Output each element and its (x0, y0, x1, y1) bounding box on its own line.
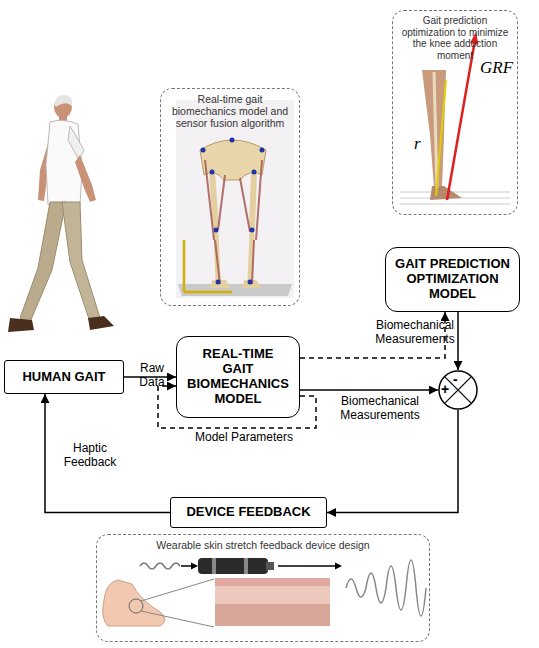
edge-label: Model Parameters (184, 431, 304, 445)
junction-circle (439, 371, 477, 409)
skeleton-model-part-part (252, 170, 257, 175)
box-label: DEVICE FEEDBACK (186, 505, 310, 520)
skeleton-model-part (184, 291, 232, 294)
leg-illustration-part-part (400, 192, 510, 193)
caption-text: Real-time gait biomechanics model and se… (166, 93, 294, 129)
edge-label: Biomechanical Measurements (372, 319, 458, 347)
vector-label: r (414, 134, 421, 154)
walking-person (8, 95, 114, 332)
walking-person-part (20, 202, 66, 322)
walking-person-part (62, 202, 100, 322)
leg-illustration-part (447, 40, 475, 200)
skin-stretch-device-part (215, 586, 330, 604)
vector-label: GRF (480, 58, 513, 78)
caption-panel: Wearable skin stretch feedback device de… (96, 534, 430, 642)
connector (327, 410, 458, 513)
skeleton-model-part-part (218, 175, 225, 230)
skin-stretch-device-part (191, 563, 198, 570)
skin-stretch-device-part (129, 599, 143, 613)
edge-label: Raw Data (126, 362, 178, 390)
walking-person-part (68, 126, 84, 160)
leg-illustration-part-part (400, 204, 510, 205)
skeleton-model-part (183, 240, 186, 292)
process-box: DEVICE FEEDBACK (170, 497, 327, 528)
skeleton-model-part-part (260, 148, 265, 153)
skin-stretch-device-part (278, 565, 336, 567)
skeleton-model-part-part (210, 170, 215, 175)
skin-stretch-device-part (215, 604, 330, 626)
skeleton-model-part (201, 138, 265, 285)
skin-stretch-device-part (266, 562, 274, 570)
edge-label: Biomechanical Measurements (324, 395, 436, 423)
skeleton-model-part (252, 172, 254, 228)
skeleton-model-part-part (256, 160, 262, 240)
walking-person-part (88, 316, 114, 330)
skeleton-model-part (176, 100, 294, 298)
skin-stretch-device (103, 558, 426, 627)
skin-stretch-device-part (346, 560, 426, 616)
skin-stretch-device-part (335, 563, 342, 570)
skin-stretch-device-part (103, 580, 165, 626)
skin-stretch-device-part (141, 611, 214, 627)
sign-symbol: + (441, 381, 449, 397)
skeleton-model-part-part (240, 178, 250, 232)
sign-symbol: - (453, 371, 458, 387)
dashed-connector (300, 312, 445, 358)
walking-person-part (54, 95, 72, 107)
skeleton-model-part-part (216, 280, 221, 285)
leg-illustration-part (430, 186, 462, 200)
skeleton-model-part-part (205, 160, 214, 240)
skin-stretch-device-part (198, 558, 268, 574)
skeleton-model-part-part (214, 228, 219, 233)
connector (300, 389, 438, 391)
skin-stretch-device-part (244, 558, 248, 574)
skeleton-model-part (205, 160, 262, 284)
skin-stretch-device-part (215, 578, 330, 586)
summing-junction: -+ (438, 370, 478, 410)
walking-person-part (75, 155, 96, 202)
connector (45, 394, 170, 513)
skeleton-model-part-part (201, 148, 206, 153)
caption-text: Wearable skin stretch feedback device de… (156, 539, 369, 551)
skeleton-model-part-part (230, 138, 235, 143)
skeleton-model-part-part (215, 240, 220, 284)
edge-label: Haptic Feedback (55, 442, 125, 470)
caption-panel: Gait prediction optimization to minimize… (392, 10, 518, 215)
process-box: HUMAN GAIT (4, 360, 124, 394)
dashed-connector (158, 386, 316, 428)
skin-stretch-device-part (212, 558, 216, 574)
process-box: REAL-TIME GAIT BIOMECHANICS MODEL (176, 336, 300, 418)
connector (124, 376, 176, 378)
skeleton-model-part-part (248, 280, 253, 285)
caption-text: Gait prediction optimization to minimize… (398, 15, 512, 61)
caption-panel: Real-time gait biomechanics model and se… (160, 88, 300, 306)
connector (457, 312, 459, 370)
skeleton-model-part-part (250, 228, 255, 233)
box-label: GAIT PREDICTION OPTIMIZATION MODEL (390, 257, 515, 302)
leg-illustration-part (434, 72, 437, 188)
skeleton-model-part (178, 284, 292, 296)
box-label: HUMAN GAIT (22, 370, 105, 385)
box-label: REAL-TIME GAIT BIOMECHANICS MODEL (187, 347, 289, 407)
skeleton-model-part-part (252, 240, 254, 284)
skin-stretch-device-part (140, 563, 180, 569)
skin-stretch-device-part (141, 579, 214, 601)
walking-person-part (8, 318, 34, 332)
skeleton-model (176, 100, 294, 298)
process-box: GAIT PREDICTION OPTIMIZATION MODEL (385, 247, 520, 312)
leg-illustration-part (436, 80, 446, 196)
